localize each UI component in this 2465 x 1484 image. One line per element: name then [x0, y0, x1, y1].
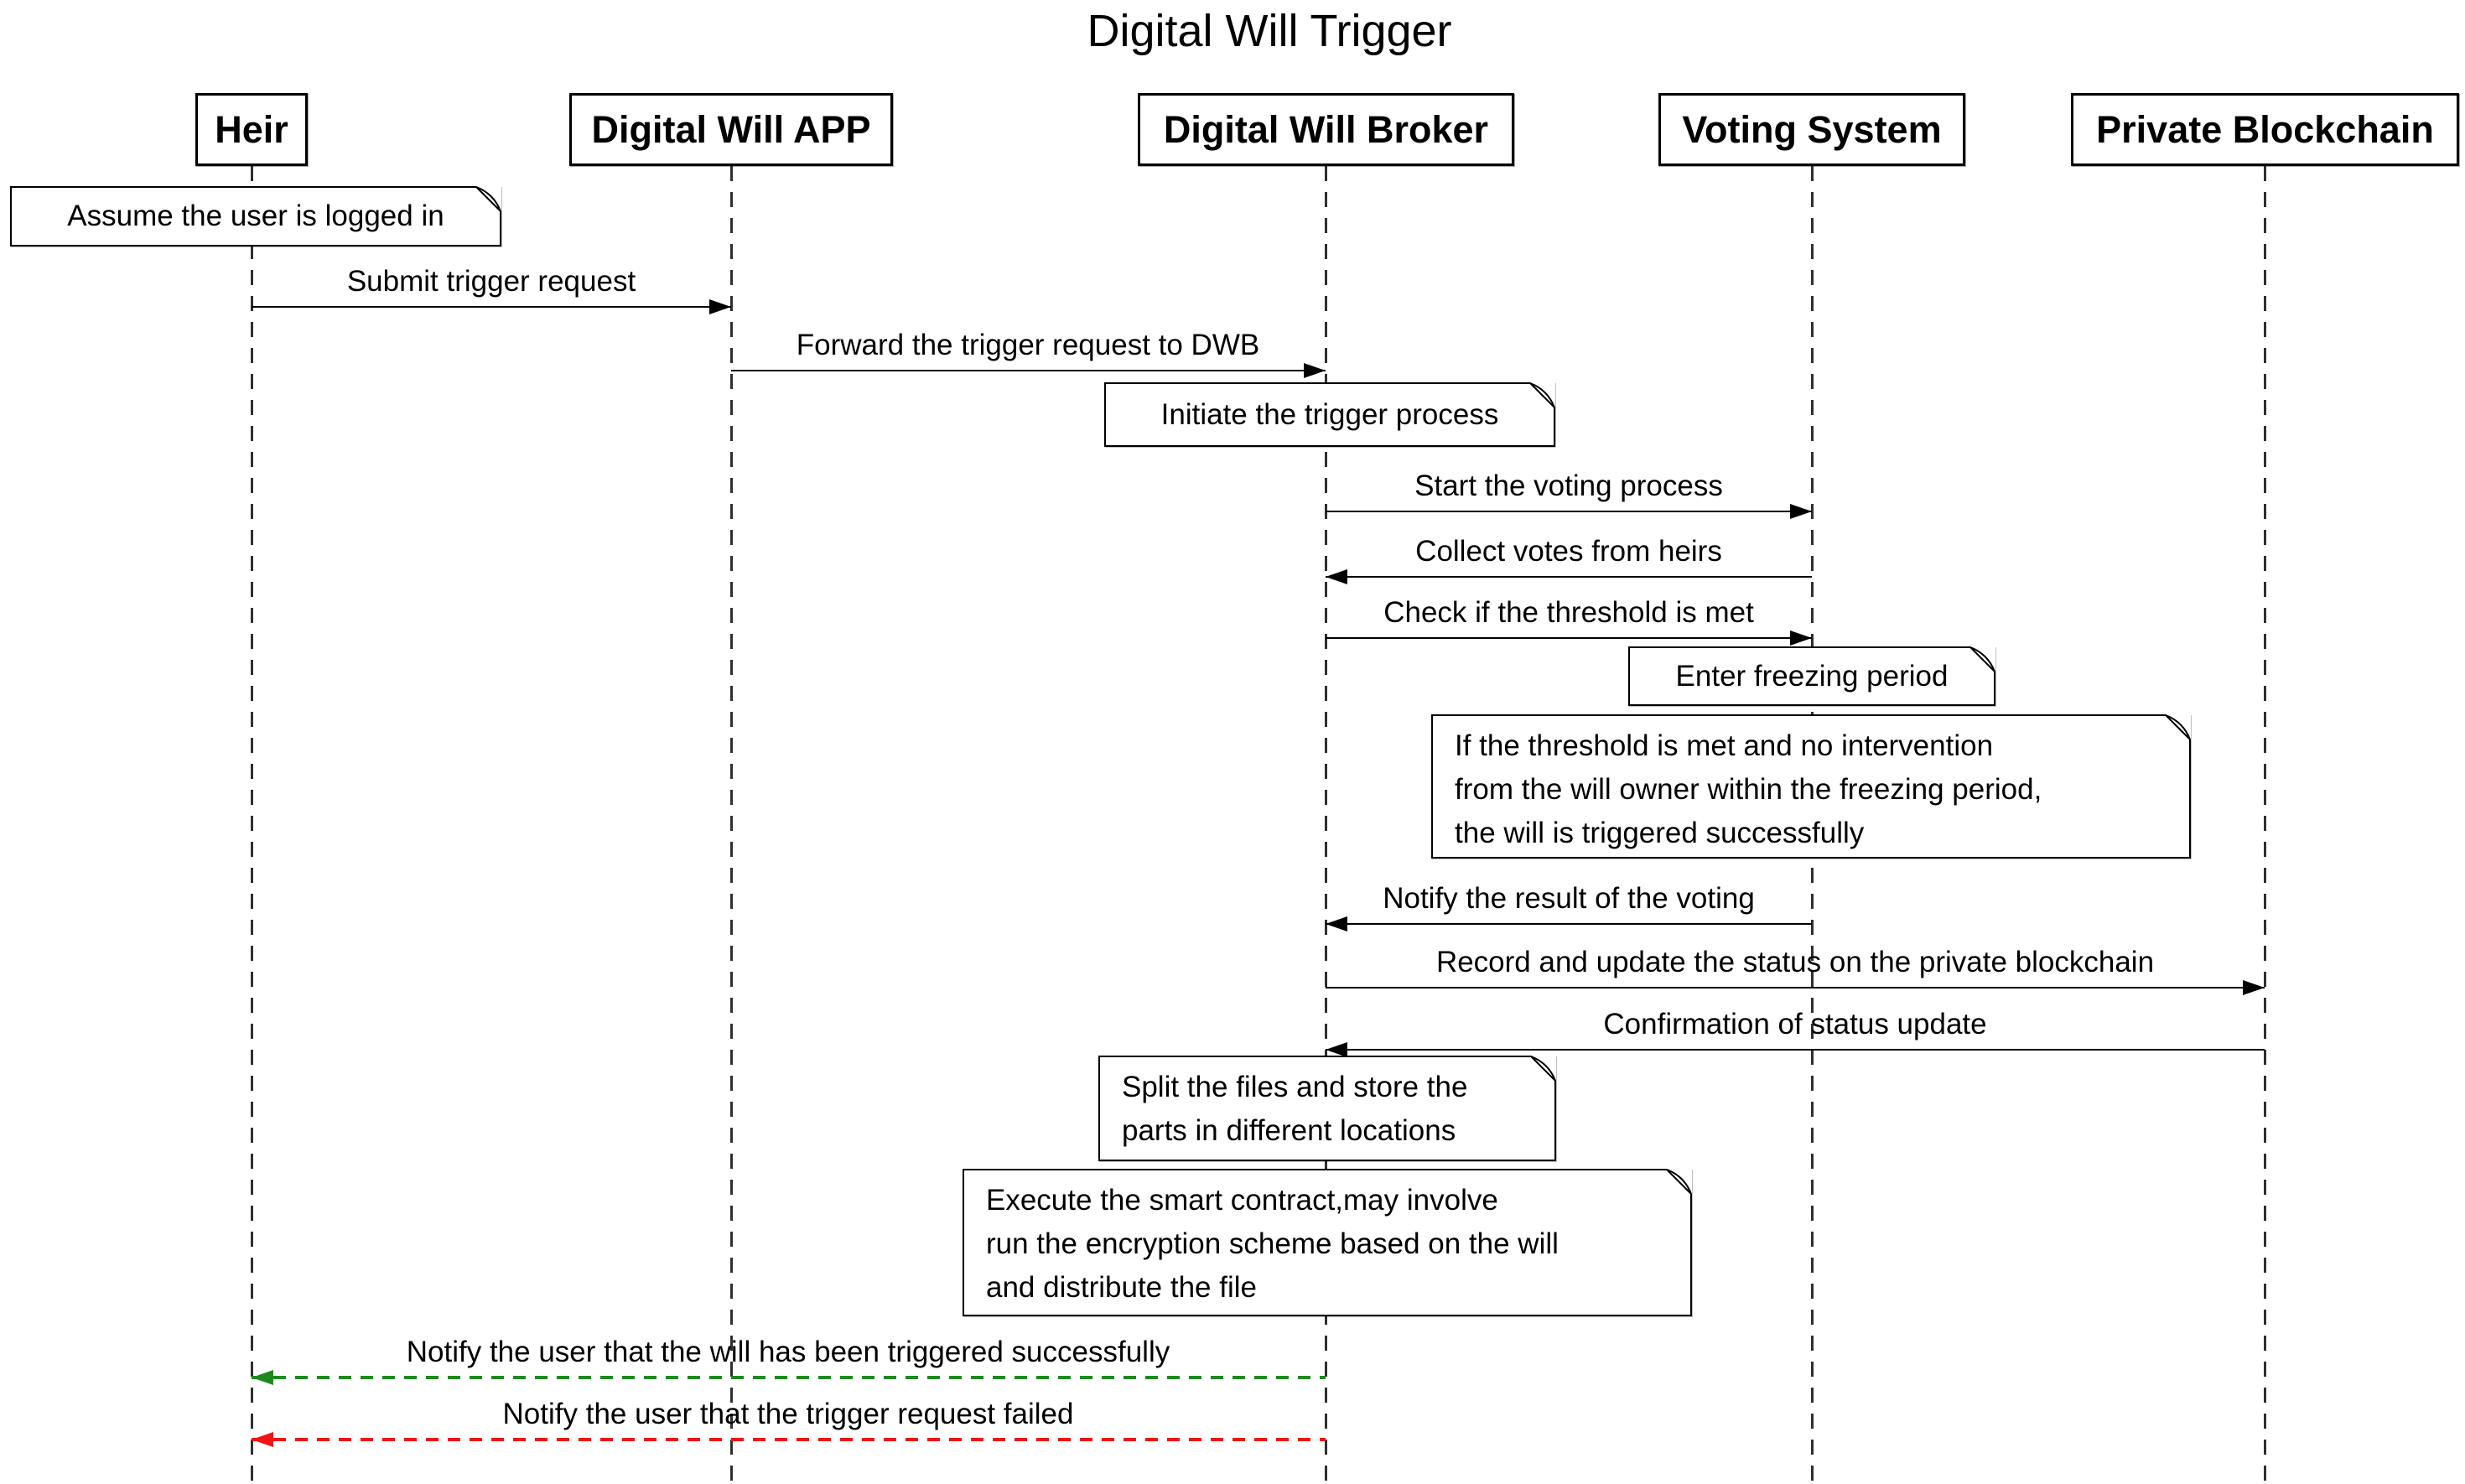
arrowhead-left-icon — [1326, 569, 1347, 584]
note-split-files: Split the files and store the parts in d… — [1098, 1056, 1556, 1161]
message-label: Submit trigger request — [346, 265, 636, 298]
note-text-line: the will is triggered successfully — [1455, 817, 1865, 849]
message-label: Notify the user that the trigger request… — [502, 1398, 1074, 1430]
arrow-line — [731, 370, 1326, 371]
participant-voting-system: Voting System — [1658, 93, 1965, 166]
note-text-line: from the will owner within the freezing … — [1455, 773, 2042, 806]
note-text: Assume the user is logged in — [67, 200, 444, 232]
note-fold-icon — [2166, 714, 2191, 739]
message-label: Start the voting process — [1414, 470, 1723, 502]
note-fold-icon — [1667, 1169, 1692, 1194]
arrow-line — [252, 306, 731, 308]
participant-digital-will-app: Digital Will APP — [569, 93, 893, 166]
arrow-line — [1326, 1049, 2265, 1051]
note-enter-freezing-period: Enter freezing period — [1628, 646, 1995, 706]
arrow-line — [1326, 511, 1812, 512]
note-fold-icon — [1530, 382, 1555, 407]
arrowhead-right-icon — [1790, 630, 1812, 646]
message-label: Check if the threshold is met — [1383, 596, 1754, 629]
arrowhead-right-icon — [709, 299, 731, 314]
arrow-line — [1326, 637, 1812, 639]
lifeline-heir — [251, 166, 253, 1484]
note-text-line: run the encryption scheme based on the w… — [986, 1227, 1559, 1260]
arrow-line-fail — [252, 1438, 1326, 1441]
note-text-line: Execute the smart contract,may involve — [986, 1184, 1498, 1217]
arrowhead-left-icon — [1326, 916, 1347, 931]
message-label: Collect votes from heirs — [1415, 535, 1722, 568]
arrow-line-success — [252, 1376, 1326, 1379]
arrow-line — [1326, 923, 1812, 925]
note-text-line: parts in different locations — [1122, 1114, 1456, 1147]
message-label: Notify the user that the will has been t… — [406, 1336, 1170, 1368]
message-label: Confirmation of status update — [1603, 1008, 1987, 1040]
note-execute-smart-contract: Execute the smart contract,may involve r… — [963, 1169, 1692, 1316]
note-fold-icon — [1970, 646, 1995, 672]
note-fold-icon — [1531, 1056, 1556, 1081]
arrowhead-right-icon — [1304, 363, 1326, 378]
note-initiate-trigger-process: Initiate the trigger process — [1104, 382, 1555, 447]
message-label: Forward the trigger request to DWB — [796, 329, 1260, 361]
lifeline-private-blockchain — [2264, 166, 2266, 1484]
note-assume-logged-in: Assume the user is logged in — [10, 186, 501, 246]
participant-private-blockchain: Private Blockchain — [2071, 93, 2459, 166]
note-text-line: Split the files and store the — [1122, 1071, 1468, 1103]
diagram-title: Digital Will Trigger — [1087, 6, 1452, 56]
arrowhead-right-icon — [2243, 980, 2265, 995]
arrowhead-left-icon — [252, 1432, 273, 1447]
message-label: Notify the result of the voting — [1383, 882, 1755, 915]
arrowhead-right-icon — [1790, 504, 1812, 519]
message-label: Record and update the status on the priv… — [1435, 946, 2155, 978]
lifeline-digital-will-app — [730, 166, 733, 1484]
participant-digital-will-broker: Digital Will Broker — [1138, 93, 1514, 166]
arrowhead-left-icon — [1326, 1042, 1347, 1057]
participant-heir: Heir — [195, 93, 308, 166]
note-fold-icon — [476, 186, 501, 211]
note-text: Enter freezing period — [1675, 659, 1949, 693]
note-threshold-met-explanation: If the threshold is met and no intervent… — [1431, 714, 2191, 859]
arrow-line — [1326, 987, 2265, 988]
arrowhead-left-icon — [252, 1370, 273, 1385]
note-text-line: If the threshold is met and no intervent… — [1455, 729, 1994, 762]
arrow-line — [1326, 576, 1812, 578]
lifeline-digital-will-broker — [1325, 166, 1327, 1484]
note-text: Initiate the trigger process — [1160, 397, 1499, 431]
note-text-line: and distribute the file — [986, 1271, 1257, 1304]
